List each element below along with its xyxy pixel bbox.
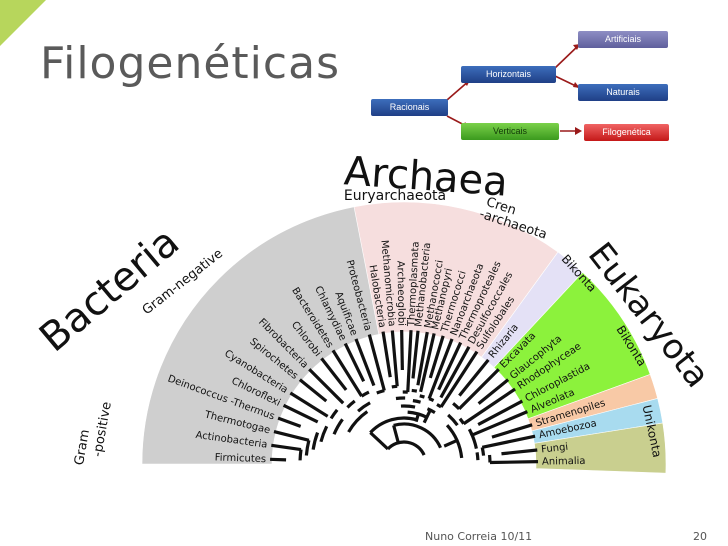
artificiais-box: Artificiais [578, 31, 668, 48]
tree-branch [437, 341, 463, 391]
tree-branch [439, 350, 479, 408]
tree-node [311, 431, 320, 450]
fungi-sector [531, 398, 664, 444]
verticais-box: Verticais [461, 123, 559, 140]
horizontais-box: Horizontais [461, 66, 556, 83]
tree-root [386, 440, 426, 456]
tree-branch [400, 329, 404, 371]
tree-node [304, 439, 311, 456]
tree-branch [428, 335, 445, 379]
tree-node [391, 384, 398, 389]
tree-branch [270, 457, 287, 462]
taxon-label: Thermoplasmata [406, 241, 421, 327]
tree-node [329, 408, 339, 420]
tree-branch [390, 330, 399, 387]
tree-node [447, 413, 459, 427]
tree-branch [416, 331, 429, 386]
tree-branch [320, 357, 348, 391]
tree-node [458, 417, 466, 425]
tree-node [376, 389, 385, 395]
tree-node [319, 425, 329, 443]
tree-node [475, 452, 480, 461]
taxon-label: Archaeoglobi [394, 261, 406, 327]
tree-branch [422, 409, 432, 424]
tree-branch [282, 403, 319, 424]
bikonta-violet-sector [481, 251, 584, 368]
tree-node [347, 410, 369, 433]
tree-branch [343, 342, 366, 383]
tree-branch [411, 330, 420, 379]
tree-sectors [141, 201, 667, 474]
tree-branch [462, 387, 516, 426]
tree-branch [477, 399, 524, 426]
tree-node [360, 390, 370, 398]
tree-branch [439, 346, 471, 399]
tree-node [469, 432, 478, 449]
tree-branches [270, 329, 539, 465]
taxon-label: Animalia [542, 456, 586, 468]
tree-branch [443, 438, 458, 448]
tree-branch [481, 434, 536, 449]
tree-node [346, 399, 356, 409]
tree-branch [381, 331, 392, 378]
tree-branch [271, 443, 302, 452]
tree-node [400, 404, 416, 409]
tree-branch [354, 338, 376, 387]
tree-node [357, 401, 371, 413]
tree-node [369, 416, 418, 434]
tree-branch [427, 338, 454, 400]
tree-node [436, 403, 442, 409]
slide-title: Filogenéticas [40, 38, 340, 89]
tree-branch [367, 334, 386, 392]
tree-branch [273, 430, 310, 442]
gram-positive-label: Gram [72, 428, 93, 466]
tree-branch [289, 391, 329, 418]
tree-node [393, 422, 443, 449]
tree-branch [501, 448, 538, 456]
archaea-sector [353, 201, 559, 358]
tree-branch [471, 410, 528, 437]
tree-branch [369, 431, 390, 451]
tree-branch [491, 423, 533, 439]
tree-branch [489, 460, 539, 465]
taxon-label: Fungi [541, 442, 569, 456]
tree-branch [419, 333, 436, 393]
tree-branch [392, 424, 400, 444]
gram-positive-label-2: -positive [90, 401, 114, 458]
tree-branch [477, 378, 510, 405]
corner-accent [0, 0, 46, 46]
filogenetica-box: Filogenética [584, 124, 669, 141]
tree-branch [331, 349, 363, 398]
tree-branch [308, 368, 345, 405]
tree-node [298, 449, 303, 461]
bikonta-green-sector [493, 271, 651, 420]
tree-branch [406, 330, 413, 393]
page-number: 20 [693, 530, 707, 543]
tree-node [411, 388, 418, 393]
euryarchaeota-label: Euryarchaeota [344, 188, 446, 204]
tree-node [480, 447, 486, 456]
tree-node [452, 402, 461, 410]
tree-node [419, 394, 425, 399]
archaea-label: Archaea [343, 148, 510, 205]
taxon-label: Firmicutes [215, 452, 267, 465]
tree-branch [298, 378, 328, 403]
racionais-box: Racionais [371, 99, 448, 116]
bacteria-sector [141, 201, 405, 465]
tree-node [412, 399, 421, 404]
tree-node [332, 418, 344, 435]
naturais-box: Naturais [578, 84, 668, 101]
tree-branch [458, 358, 490, 397]
tree-branch [414, 413, 420, 423]
tree-node [428, 397, 435, 403]
tree-branch [458, 368, 500, 410]
tree-branch [277, 416, 302, 428]
footer-author: Nuno Correia 10/11 [425, 530, 533, 543]
